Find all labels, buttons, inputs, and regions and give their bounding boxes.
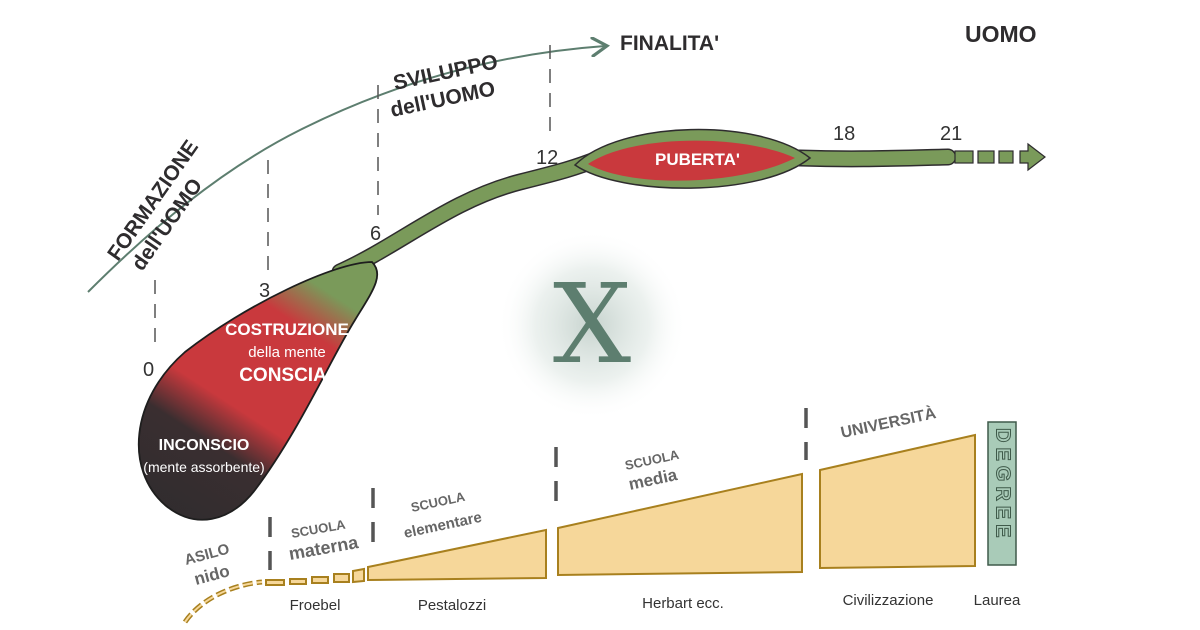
mind-blob bbox=[138, 261, 379, 521]
conscia-label: CONSCIA bbox=[239, 365, 327, 386]
age-3: 3 bbox=[259, 280, 270, 302]
puberta-label: PUBERTA' bbox=[655, 150, 740, 169]
civilizzazione-label: Civilizzazione bbox=[843, 592, 934, 609]
finalita-label: FINALITA' bbox=[620, 32, 719, 55]
mente-assorbente-label: (mente assorbente) bbox=[143, 459, 264, 475]
unknown-fog bbox=[497, 230, 687, 420]
unknown-x-symbol: X bbox=[553, 260, 631, 388]
age-21: 21 bbox=[940, 123, 962, 145]
laurea-label: Laurea bbox=[974, 592, 1021, 609]
degree-box bbox=[987, 421, 1017, 566]
froebel-label: Froebel bbox=[290, 597, 341, 614]
costruzione-label: COSTRUZIONE bbox=[225, 320, 349, 339]
universita-label: UNIVERSITÀ bbox=[839, 403, 938, 442]
age-18: 18 bbox=[833, 123, 855, 145]
uomo-label: UOMO bbox=[965, 21, 1037, 47]
school-dividers bbox=[268, 408, 808, 570]
age-dividers bbox=[154, 45, 551, 345]
della-mente-label: della mente bbox=[248, 344, 326, 361]
inconscio-label: INCONSCIO bbox=[159, 437, 250, 454]
age-12: 12 bbox=[536, 147, 558, 169]
degree-label: DEGREE bbox=[992, 428, 1014, 542]
age-0: 0 bbox=[143, 359, 154, 381]
growth-arrow bbox=[87, 46, 605, 293]
pestalozzi-label: Pestalozzi bbox=[418, 597, 486, 614]
age-6: 6 bbox=[370, 223, 381, 245]
school-stairs bbox=[182, 433, 976, 624]
future-arrow bbox=[954, 142, 1046, 172]
scuola-elementare-label-1: SCUOLA bbox=[410, 489, 467, 515]
herbart-label: Herbart ecc. bbox=[642, 595, 724, 612]
